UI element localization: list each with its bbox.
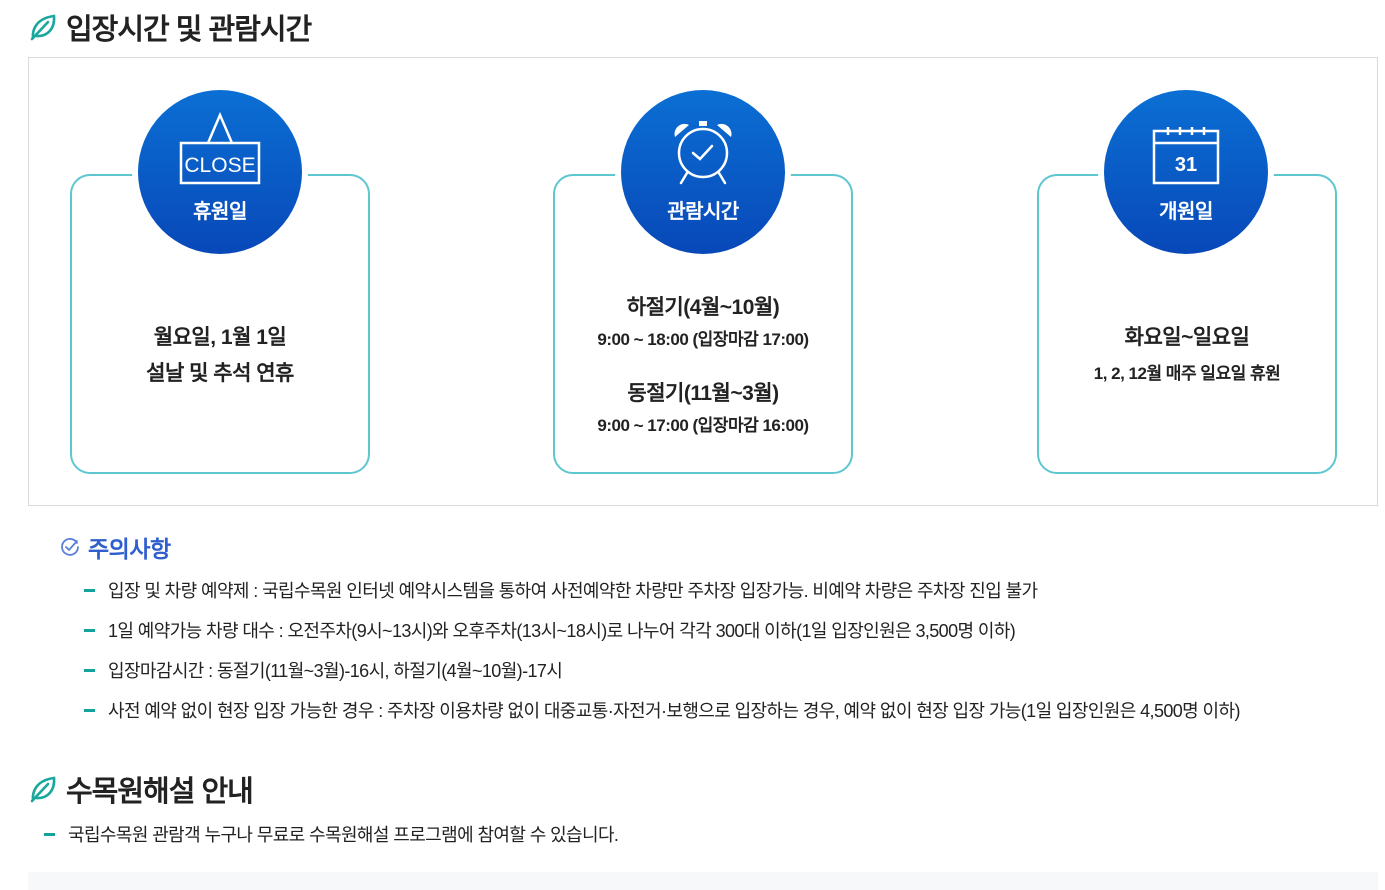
notice-item: 사전 예약 없이 현장 입장 가능한 경우 : 주차장 이용차량 없이 대중교통… bbox=[84, 690, 1385, 730]
viewing-hours-badge: 관람시간 bbox=[621, 90, 785, 254]
guide-list: 국립수목원 관람객 누구나 무료로 수목원해설 프로그램에 참여할 수 있습니다… bbox=[44, 814, 619, 854]
svg-text:CLOSE: CLOSE bbox=[184, 154, 255, 177]
guide-item: 국립수목원 관람객 누구나 무료로 수목원해설 프로그램에 참여할 수 있습니다… bbox=[44, 814, 619, 854]
notice-item: 입장 및 차량 예약제 : 국립수목원 인터넷 예약시스템을 통하여 사전예약한… bbox=[84, 570, 1385, 610]
check-circle-icon bbox=[61, 538, 79, 556]
dash-bullet-icon bbox=[84, 708, 95, 712]
section-title-guide: 수목원해설 안내 bbox=[28, 768, 254, 810]
hours-panel: 월요일, 1월 1일 설날 및 추석 연휴 CLOSE 휴원일 하절기(4월~1… bbox=[28, 57, 1378, 506]
viewing-hours-label: 관람시간 bbox=[667, 201, 739, 223]
winter-hours: 9:00 ~ 17:00 (입장마감 16:00) bbox=[597, 416, 809, 435]
section-title-text: 입장시간 및 관람시간 bbox=[66, 14, 312, 46]
closed-days-line-1: 월요일, 1월 1일 bbox=[153, 326, 287, 349]
dash-bullet-icon bbox=[84, 668, 95, 672]
closed-days-line-2: 설날 및 추석 연휴 bbox=[146, 362, 294, 385]
section-title-hours: 입장시간 및 관람시간 bbox=[28, 6, 312, 48]
notice-item: 입장마감시간 : 동절기(11월~3월)-16시, 하절기(4월~10월)-17… bbox=[84, 650, 1385, 690]
notice-list: 입장 및 차량 예약제 : 국립수목원 인터넷 예약시스템을 통하여 사전예약한… bbox=[84, 570, 1385, 730]
opening-days-label: 개원일 bbox=[1159, 201, 1213, 223]
opening-days-subtitle: 1, 2, 12월 매주 일요일 휴원 bbox=[1093, 364, 1281, 383]
notice-title-text: 주의사항 bbox=[88, 536, 171, 562]
opening-days-title: 화요일~일요일 bbox=[1124, 326, 1250, 349]
summer-title: 하절기(4월~10월) bbox=[626, 296, 780, 319]
leaf-icon bbox=[30, 14, 56, 41]
dash-bullet-icon bbox=[44, 832, 55, 836]
dash-bullet-icon bbox=[84, 628, 95, 632]
close-sign-icon: CLOSE bbox=[179, 111, 261, 185]
calendar-icon: 31 bbox=[1152, 127, 1220, 185]
guide-panel bbox=[28, 872, 1378, 890]
alarm-clock-icon bbox=[674, 121, 732, 185]
closed-days-label: 휴원일 bbox=[193, 201, 247, 223]
dash-bullet-icon bbox=[84, 588, 95, 592]
summer-hours: 9:00 ~ 18:00 (입장마감 17:00) bbox=[597, 330, 809, 349]
winter-title: 동절기(11월~3월) bbox=[627, 382, 779, 405]
opening-days-badge: 31 개원일 bbox=[1104, 90, 1268, 254]
notice-title: 주의사항 bbox=[60, 530, 171, 564]
leaf-icon bbox=[30, 776, 56, 803]
notice-section: 주의사항 입장 및 차량 예약제 : 국립수목원 인터넷 예약시스템을 통하여 … bbox=[60, 530, 1240, 721]
notice-item: 1일 예약가능 차량 대수 : 오전주차(9시~13시)와 오후주차(13시~1… bbox=[84, 610, 1385, 650]
section-title-text: 수목원해설 안내 bbox=[66, 776, 254, 808]
closed-days-badge: CLOSE 휴원일 bbox=[138, 90, 302, 254]
svg-text:31: 31 bbox=[1175, 154, 1197, 176]
